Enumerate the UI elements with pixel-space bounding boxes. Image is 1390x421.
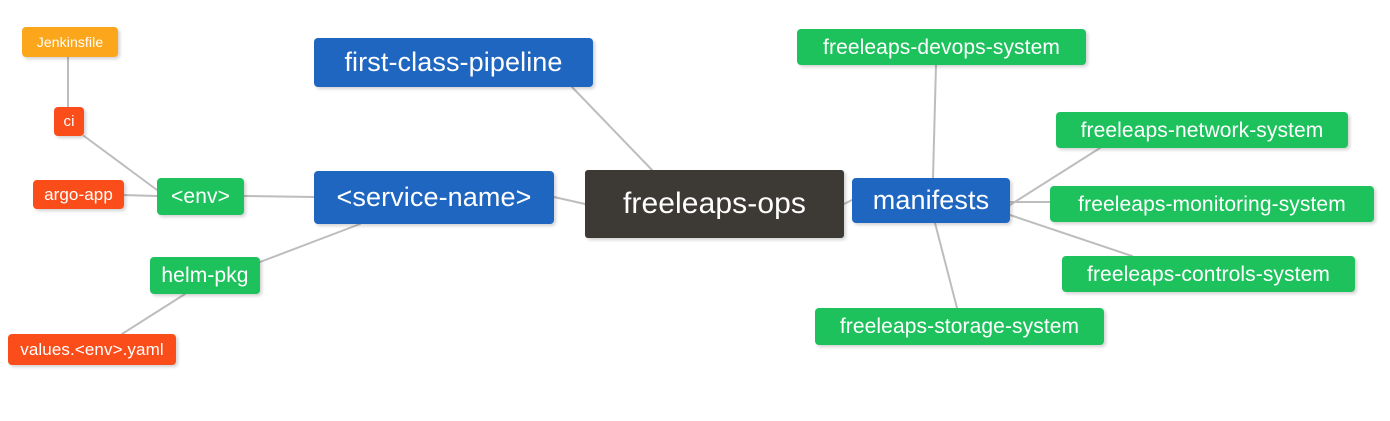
edge-manifests-to-freeleaps-storage-system bbox=[934, 222, 958, 309]
mindmap-node-env[interactable]: <env> bbox=[157, 178, 244, 215]
edge-env-to-argo-app bbox=[123, 194, 158, 197]
edge-service-name-to-helm-pkg bbox=[259, 223, 361, 263]
mindmap-node-root[interactable]: freeleaps-ops bbox=[585, 170, 844, 238]
mindmap-node-jenkinsfile[interactable]: Jenkinsfile bbox=[22, 27, 118, 57]
mindmap-node-service-name[interactable]: <service-name> bbox=[314, 171, 554, 224]
mindmap-node-first-class-pipeline[interactable]: first-class-pipeline bbox=[314, 38, 593, 87]
edge-root-to-service-name bbox=[553, 196, 586, 205]
mindmap-node-ci[interactable]: ci bbox=[54, 107, 84, 136]
mindmap-node-helm-pkg[interactable]: helm-pkg bbox=[150, 257, 260, 294]
mindmap-node-argo-app[interactable]: argo-app bbox=[33, 180, 124, 209]
mindmap-node-freeleaps-devops-system[interactable]: freeleaps-devops-system bbox=[797, 29, 1086, 65]
mindmap-node-freeleaps-monitoring-system[interactable]: freeleaps-monitoring-system bbox=[1050, 186, 1374, 222]
mindmap-node-values-yaml[interactable]: values.<env>.yaml bbox=[8, 334, 176, 365]
edge-service-name-to-env bbox=[243, 195, 315, 198]
edge-root-to-manifests bbox=[843, 199, 853, 205]
edge-helm-pkg-to-values-yaml bbox=[121, 293, 186, 335]
mindmap-node-freeleaps-storage-system[interactable]: freeleaps-storage-system bbox=[815, 308, 1104, 345]
edge-root-to-first-class-pipeline bbox=[571, 86, 653, 171]
mindmap-node-freeleaps-network-system[interactable]: freeleaps-network-system bbox=[1056, 112, 1348, 148]
mindmap-node-manifests[interactable]: manifests bbox=[852, 178, 1010, 223]
edge-manifests-to-freeleaps-devops-system bbox=[932, 64, 937, 179]
mindmap-node-freeleaps-controls-system[interactable]: freeleaps-controls-system bbox=[1062, 256, 1355, 292]
